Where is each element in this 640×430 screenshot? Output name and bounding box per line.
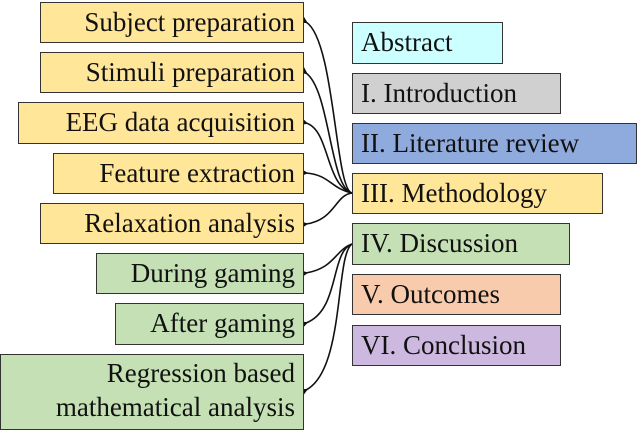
section-conclusion: VI. Conclusion — [352, 325, 561, 366]
section-label: III. Methodology — [361, 178, 547, 208]
section-literature-review: II. Literature review — [352, 123, 637, 164]
subsection-feature-extraction: Feature extraction — [53, 153, 304, 194]
section-outcomes: V. Outcomes — [352, 274, 561, 315]
subsection-label: After gaming — [150, 308, 295, 338]
section-abstract: Abstract — [352, 22, 503, 64]
subsection-regression-analysis: Regression based mathematical analysis — [0, 354, 304, 430]
subsection-label: Feature extraction — [99, 158, 295, 188]
section-label: I. Introduction — [361, 78, 517, 108]
section-label: II. Literature review — [361, 128, 580, 158]
subsection-after-gaming: After gaming — [115, 303, 304, 345]
subsection-label: Subject preparation — [84, 7, 295, 37]
subsection-relaxation-analysis: Relaxation analysis — [40, 203, 304, 244]
subsection-label: Stimuli preparation — [85, 57, 295, 87]
subsection-stimuli-preparation: Stimuli preparation — [40, 52, 304, 93]
section-introduction: I. Introduction — [352, 73, 561, 114]
subsection-label: During gaming — [130, 258, 295, 288]
section-label: VI. Conclusion — [361, 330, 526, 360]
subsection-eeg-data-acquisition: EEG data acquisition — [18, 102, 304, 144]
subsection-label: Relaxation analysis — [84, 208, 295, 238]
subsection-label-line1: Regression based — [106, 358, 295, 388]
section-label: Abstract — [361, 27, 453, 57]
subsection-label-line2: mathematical analysis — [55, 392, 295, 422]
section-label: IV. Discussion — [361, 228, 519, 258]
section-discussion: IV. Discussion — [352, 223, 570, 265]
subsection-label: EEG data acquisition — [65, 107, 295, 137]
section-label: V. Outcomes — [361, 279, 500, 309]
subsection-subject-preparation: Subject preparation — [40, 2, 304, 43]
subsection-during-gaming: During gaming — [96, 253, 304, 294]
section-methodology: III. Methodology — [352, 173, 603, 214]
